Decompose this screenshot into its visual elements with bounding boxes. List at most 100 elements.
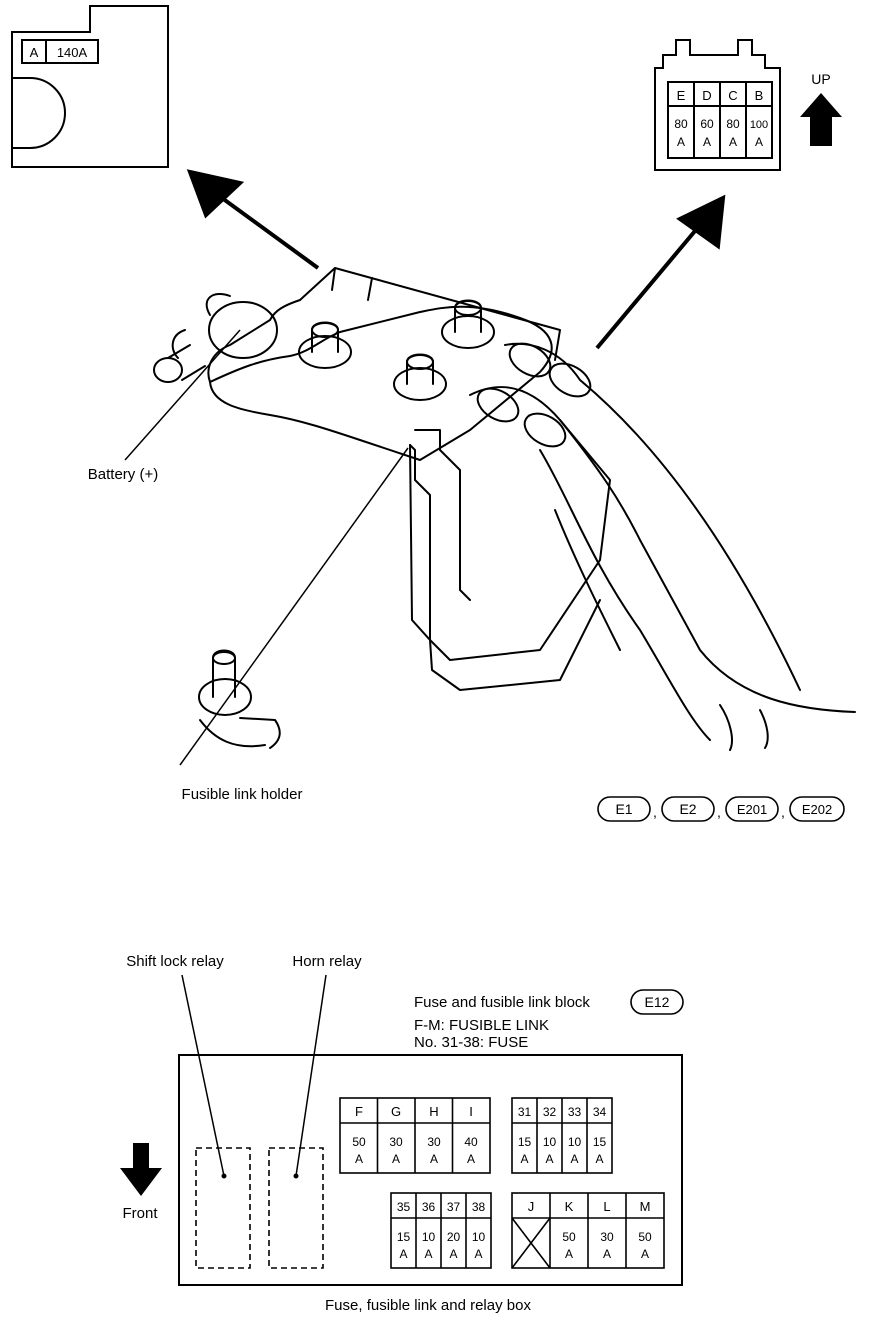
fuse-id: 38 [472, 1200, 486, 1214]
connector-id: E202 [802, 802, 832, 817]
detail-arrows [186, 169, 726, 350]
battery-label: Battery (+) [88, 466, 158, 483]
block-title-name: Fuse and fusible link block [414, 994, 590, 1011]
terminal-nut [298, 335, 352, 369]
fuse-rating: 20 [447, 1230, 461, 1244]
cell-rating: 60 [700, 117, 714, 131]
cell-unit: A [729, 135, 737, 149]
fuse-unit: A [595, 1152, 603, 1166]
fuse-id: M [640, 1199, 651, 1214]
battery-illustration [153, 267, 856, 751]
cell-rating: 80 [674, 117, 688, 131]
connector-id: E2 [679, 801, 696, 817]
fuse-rating: 30 [427, 1135, 441, 1149]
fuse-id: 34 [593, 1105, 607, 1119]
connector-bubble [597, 796, 651, 822]
fuse-unit: A [474, 1247, 482, 1261]
fuse-rating: 30 [389, 1135, 403, 1149]
horn-relay-leader [295, 974, 327, 1177]
fuse-group-35-38: 35 36 37 38 15 10 20 10 A A A A [390, 1192, 492, 1269]
top-right-fusible-link-detail [654, 39, 781, 171]
fusible-link-rating: 140A [57, 45, 88, 60]
fuse-rating: 50 [352, 1135, 366, 1149]
fuse-rating: 50 [638, 1230, 652, 1244]
top-left-fusible-link-detail [11, 5, 169, 168]
fuse-unit: A [545, 1152, 553, 1166]
holder-case [409, 419, 611, 661]
connector-sep: , [717, 804, 721, 820]
terminal-nut [441, 315, 495, 349]
cell-rating: 100 [750, 119, 768, 131]
connector-bubble [725, 796, 779, 822]
relay-box-outline [178, 1054, 683, 1286]
connector-bubble [661, 796, 715, 822]
ground-stud [198, 678, 252, 716]
block-title-line3: No. 31-38: FUSE [414, 1034, 528, 1051]
connector-id: E1 [615, 801, 632, 817]
fuse-unit: A [467, 1152, 475, 1166]
fuse-unit: A [430, 1152, 438, 1166]
cell-id: E [677, 88, 686, 103]
fuse-id: G [391, 1104, 401, 1119]
block-connector-id: E12 [645, 994, 670, 1010]
fuse-unit: A [603, 1247, 611, 1261]
fuse-group-jklm: J K L M 50 30 50 A A A [511, 1192, 665, 1269]
fusible-link-outline [11, 5, 169, 168]
cable [469, 386, 856, 713]
fuse-unit: A [392, 1152, 400, 1166]
fuse-group-fghi: F G H I 50 30 30 40 A A A A [339, 1097, 491, 1174]
fuse-unit: A [355, 1152, 363, 1166]
front-arrow-icon [120, 1143, 162, 1196]
connector-cells-text: E D C B 80 60 80 100 A A A A [674, 88, 768, 149]
left-arrow-head [186, 169, 245, 219]
cell-id: C [728, 88, 737, 103]
fuse-group-31-34: 31 32 33 34 15 10 10 15 A A A A [511, 1097, 613, 1174]
connector-sep: , [781, 804, 785, 820]
shift-lock-relay-leader [181, 974, 225, 1177]
fuse-id: 31 [518, 1105, 532, 1119]
fuse-unit: A [570, 1152, 578, 1166]
cell-unit: A [703, 135, 711, 149]
fuse-id: H [429, 1104, 438, 1119]
fuse-id: K [565, 1199, 574, 1214]
cell-unit: A [755, 135, 763, 149]
label-leaders-top [124, 329, 409, 766]
fuse-id: 32 [543, 1105, 557, 1119]
fuse-rating: 15 [397, 1230, 411, 1244]
connector-id: E201 [737, 802, 767, 817]
connector-bubbles: E1 , E2 , E201 , E202 [597, 796, 845, 822]
fuse-unit: A [449, 1247, 457, 1261]
right-arrow-head [676, 194, 726, 250]
fuse-rating: 10 [543, 1135, 557, 1149]
block-title-line2: F-M: FUSIBLE LINK [414, 1017, 549, 1034]
fuse-rating: 50 [562, 1230, 576, 1244]
connector-bubble [789, 796, 845, 822]
up-arrow-icon [800, 93, 842, 146]
fusible-link-label-box [21, 39, 99, 64]
fuse-rating: 40 [464, 1135, 478, 1149]
fuse-rating: 15 [518, 1135, 532, 1149]
fuse-rating: 15 [593, 1135, 607, 1149]
fusible-link-holder-label: Fusible link holder [182, 786, 303, 803]
fusible-link-id: A [30, 45, 39, 60]
fuse-rating: 10 [422, 1230, 436, 1244]
horn-relay-label: Horn relay [292, 953, 362, 970]
fuse-unit: A [424, 1247, 432, 1261]
fuse-id: F [355, 1104, 363, 1119]
left-leader-line [220, 196, 320, 270]
fuse-rating: 10 [568, 1135, 582, 1149]
fuse-rating: 30 [600, 1230, 614, 1244]
box-caption: Fuse, fusible link and relay box [325, 1297, 531, 1314]
connector-sep: , [653, 804, 657, 820]
terminal-nut [393, 367, 447, 401]
horn-relay-slot [268, 1147, 324, 1269]
fuse-id: I [469, 1104, 473, 1119]
cell-rating: 80 [726, 117, 740, 131]
fusible-link-terminal [12, 77, 66, 149]
shift-lock-relay-label: Shift lock relay [126, 953, 224, 970]
fuse-id: 35 [397, 1200, 411, 1214]
fuse-id: L [603, 1199, 610, 1214]
holder-body [209, 305, 553, 461]
cell-id: B [755, 88, 764, 103]
